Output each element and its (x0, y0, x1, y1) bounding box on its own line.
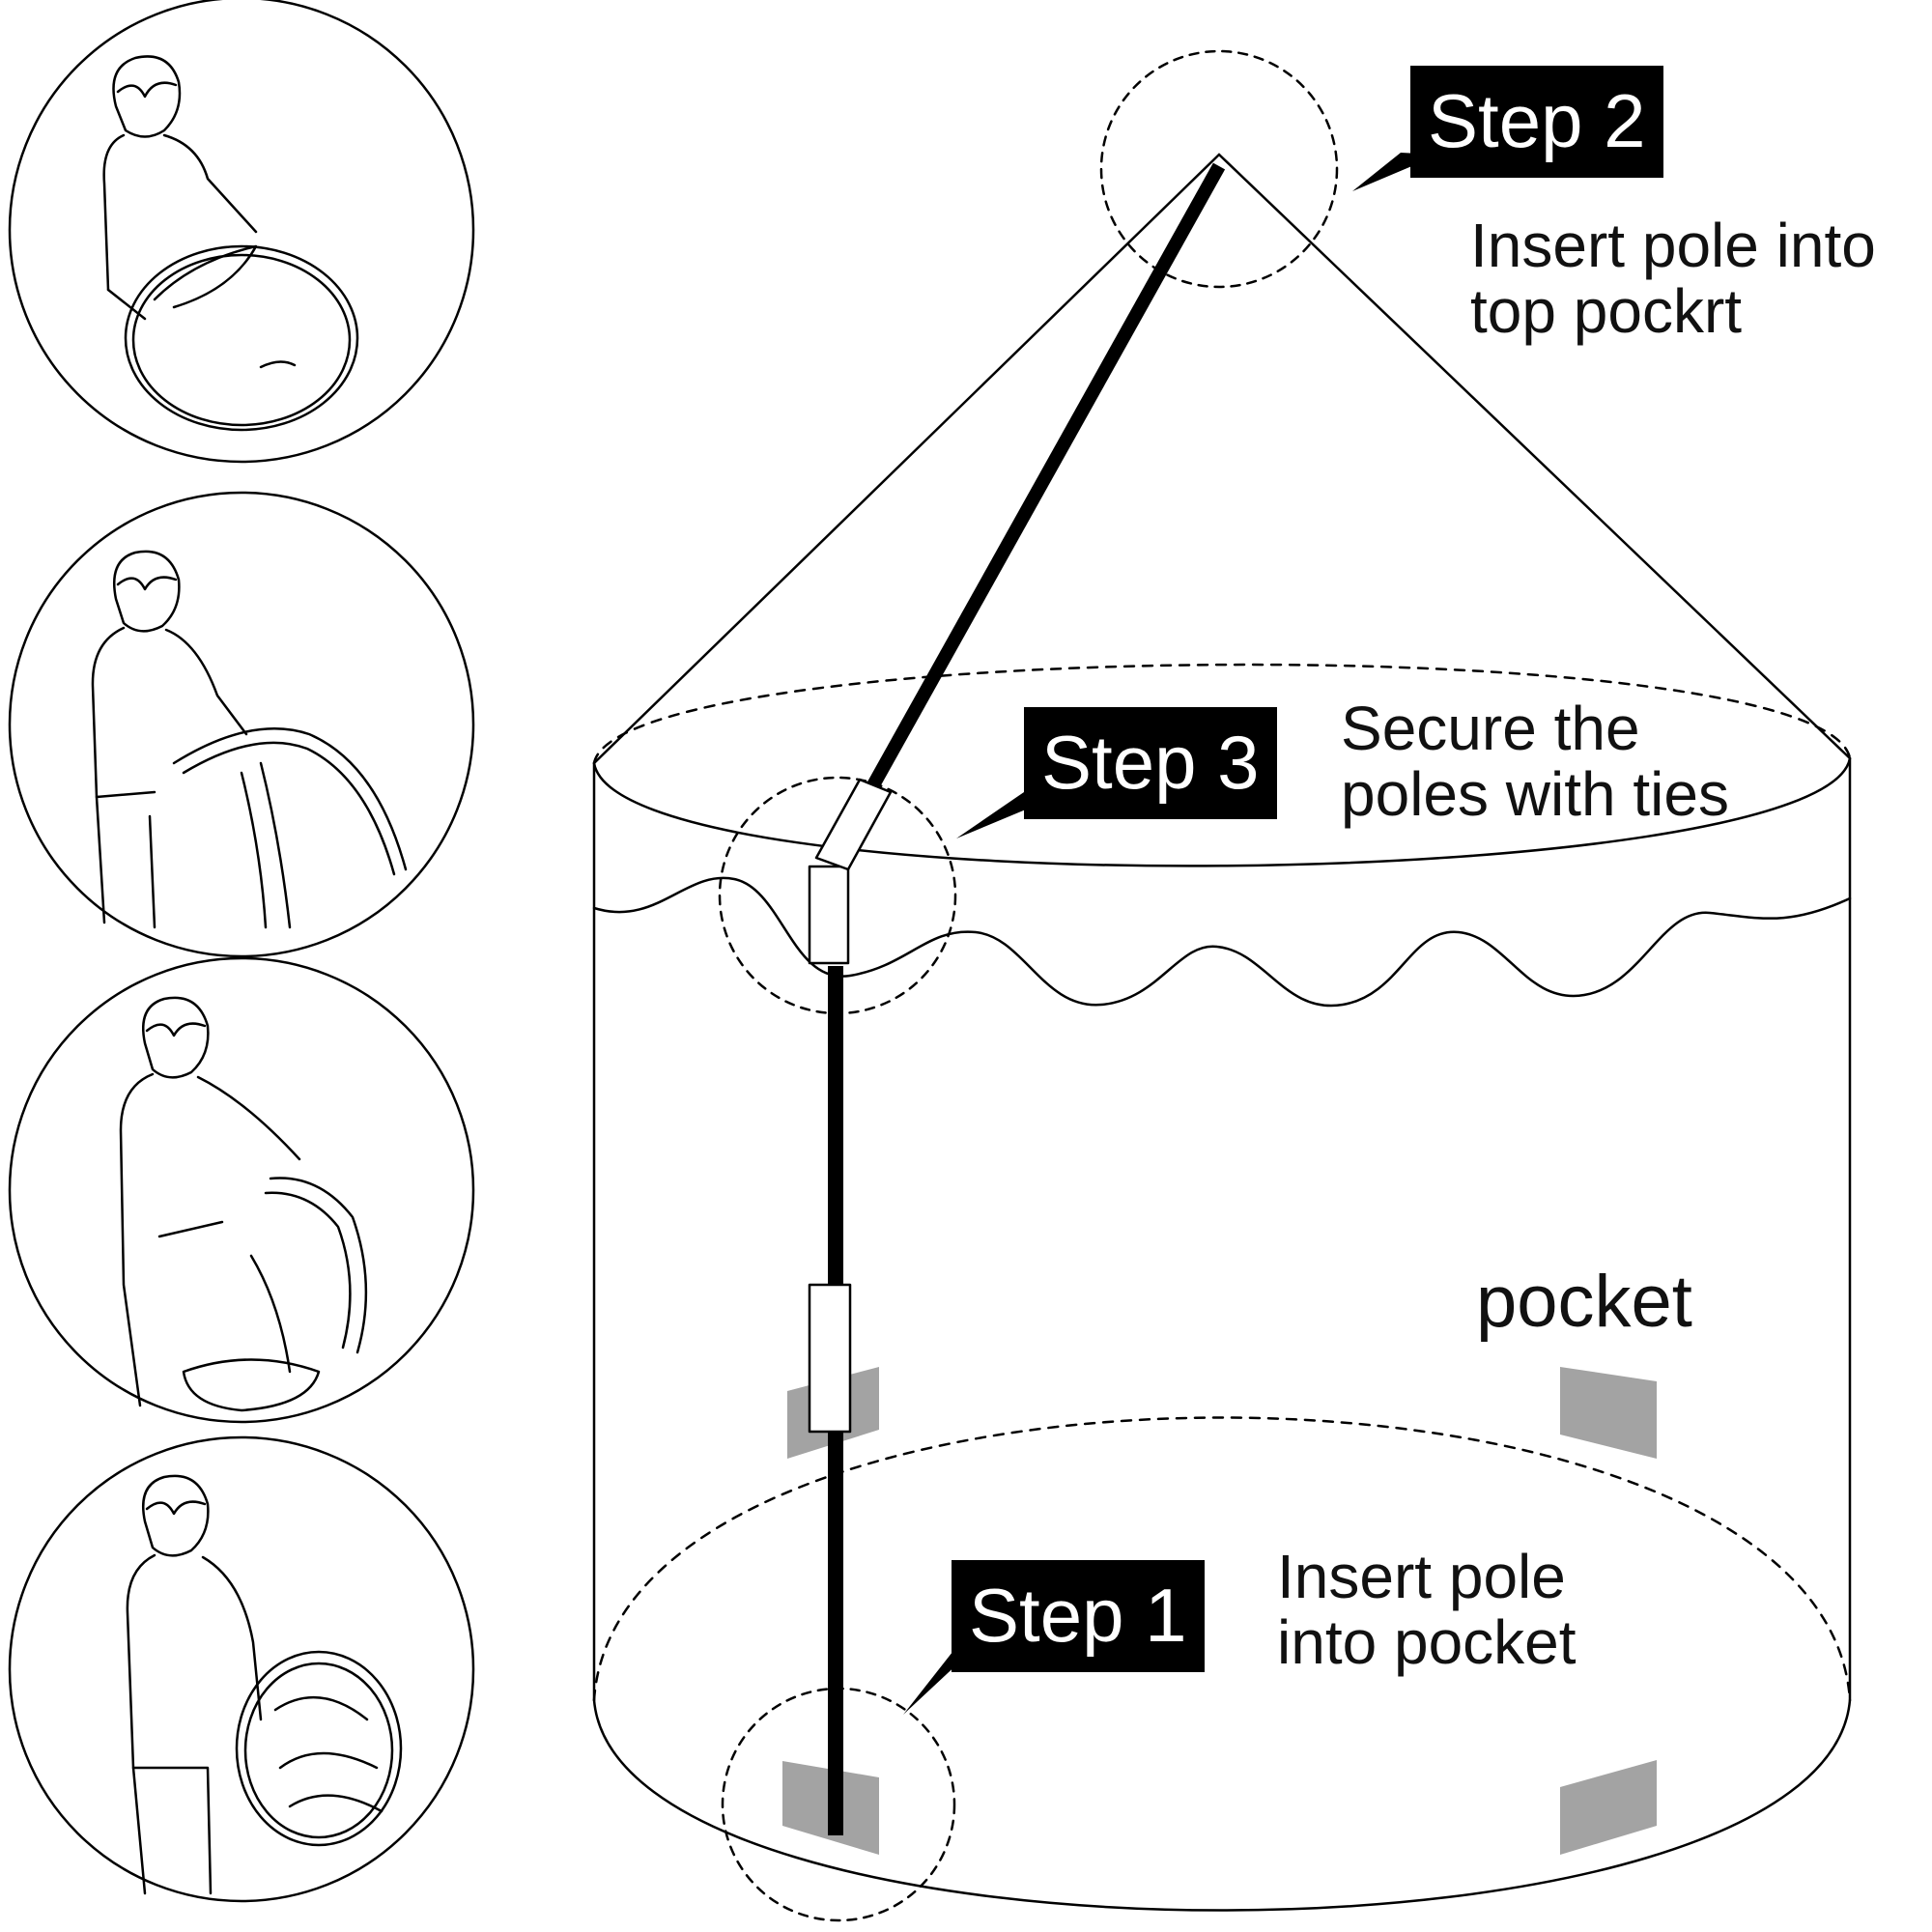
callout-circle-step3 (718, 776, 957, 1015)
step-3-caption-line-1: Secure the (1341, 694, 1640, 763)
step-2-caption-line-1: Insert pole into (1470, 211, 1876, 280)
pocket-lower-right (1560, 1760, 1657, 1855)
step-3-caption: Secure the poles with ties (1341, 696, 1729, 827)
step-1-caption: Insert pole into pocket (1277, 1544, 1577, 1675)
tent-valance (592, 876, 1852, 1008)
step-2-label: Step 2 (1410, 66, 1663, 178)
callout-circles (718, 49, 1339, 1922)
vignette-2-ring-unfolding (8, 491, 475, 958)
tent-bottom-rim-front (592, 1698, 1852, 1912)
pocket-label: pocket (1476, 1261, 1692, 1343)
callout-circle-step1 (721, 1687, 956, 1922)
step-2-caption-line-2: top pockrt (1470, 276, 1743, 346)
step-2-caption: Insert pole into top pockrt (1470, 213, 1876, 344)
pole-connector-angle (814, 778, 893, 871)
tent-top-rim-back (592, 663, 1852, 765)
step-3-caption-line-2: poles with ties (1341, 759, 1729, 829)
tent-roof-right-edge (1217, 153, 1852, 760)
callout-circle-step2 (1099, 49, 1339, 289)
step-1-label: Step 1 (952, 1560, 1205, 1672)
step-1-caption-line-2: into pocket (1277, 1607, 1577, 1677)
vignette-3-twisting-ring (8, 956, 475, 1424)
tent-bottom-rim-back (592, 1416, 1852, 1702)
tent-body (592, 153, 1852, 1912)
pole-connector-top (808, 865, 850, 965)
vignette-1-holding-folded-ring (8, 0, 475, 464)
step-3-label: Step 3 (1024, 707, 1277, 819)
vignette-4-tent-folded-into-circle (8, 1435, 475, 1903)
step-1-caption-line-1: Insert pole (1277, 1542, 1566, 1611)
tent-roof-left-edge (592, 153, 1221, 765)
tent-top-rim-front (592, 756, 1852, 867)
pole-diagonal (863, 162, 1226, 796)
pole-connector-middle (808, 1283, 852, 1434)
pocket-upper-right (1560, 1367, 1657, 1459)
